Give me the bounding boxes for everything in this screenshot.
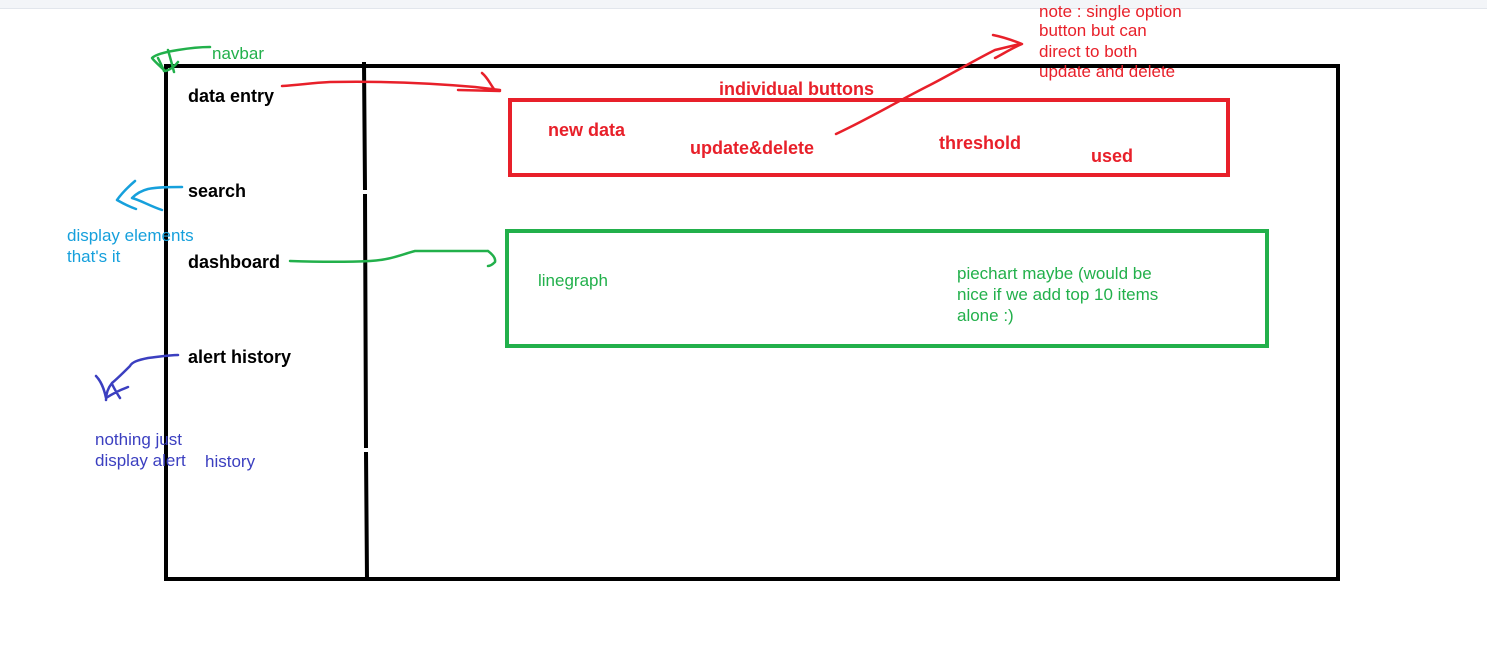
data-entry-panel-box (508, 98, 1230, 177)
navbar-item-dashboard[interactable]: dashboard (188, 252, 281, 272)
linegraph-placeholder: linegraph (538, 271, 608, 290)
search-annotation-line-1: display elements (67, 226, 194, 245)
app-frame (164, 64, 1340, 581)
search-annotation-line-2: that's it (67, 247, 121, 266)
navbar-divider (362, 61, 369, 580)
alert-annotation-line-2a: display alert (95, 451, 186, 470)
option-annotation-line-1: note : single option (1039, 2, 1182, 21)
option-annotation-line-4: update and delete (1039, 62, 1176, 81)
option-annotation-line-2: button but can (1039, 21, 1147, 40)
option-annotation-line-3: direct to both (1039, 42, 1138, 61)
piechart-note-line-1: piechart maybe (would be (957, 264, 1152, 283)
search-arrow (115, 179, 184, 212)
dashboard-arrow (288, 249, 497, 268)
alert-annotation-line-2b: history (205, 452, 256, 471)
alert-annotation-line-1: nothing just (95, 430, 182, 449)
navbar-item-alert-history[interactable]: alert history (188, 347, 292, 367)
piechart-note-line-2: nice if we add top 10 items (957, 285, 1159, 304)
navbar-item-search[interactable]: search (188, 181, 247, 201)
threshold-button[interactable]: threshold (939, 133, 1022, 153)
dashboard-panel-box (505, 229, 1269, 348)
navbar-annotation: navbar (212, 44, 264, 63)
used-button[interactable]: used (1091, 146, 1134, 166)
navbar-item-data-entry[interactable]: data entry (188, 86, 275, 106)
data-entry-arrow (280, 71, 502, 93)
alert-arrow (94, 353, 180, 402)
data-entry-heading: individual buttons (719, 79, 874, 99)
piechart-note-line-3: alone :) (957, 306, 1014, 325)
new-data-button[interactable]: new data (548, 120, 626, 140)
navbar-arrow (150, 45, 212, 74)
browser-top-strip (0, 0, 1487, 9)
note-arrow (834, 33, 1024, 136)
update-delete-button[interactable]: update&delete (690, 138, 815, 158)
